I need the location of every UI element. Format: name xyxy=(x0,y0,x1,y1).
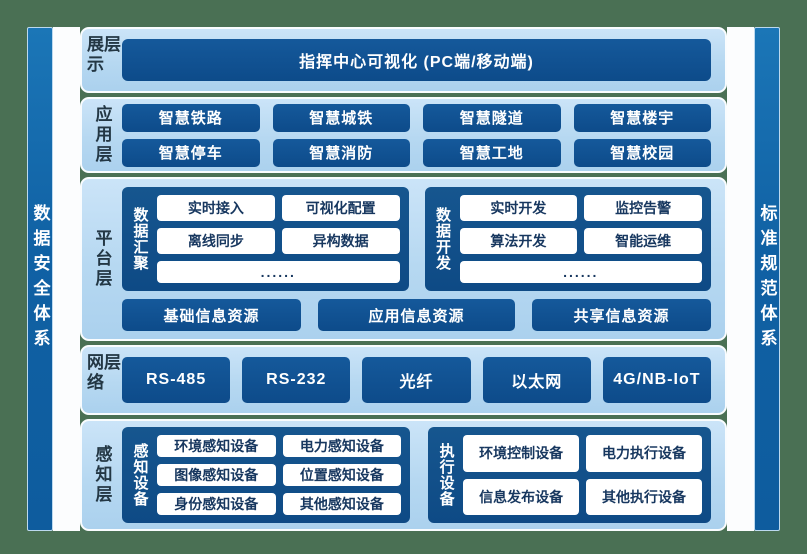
data-security-bar-label: 数据安全体系 xyxy=(30,204,50,354)
app-item-campus: 智慧校园 xyxy=(573,138,711,167)
network-item-ethernet: 以太网 xyxy=(482,357,591,403)
left-gutter xyxy=(53,27,80,531)
network-item-fiber: 光纤 xyxy=(362,357,471,403)
layer-presentation-label: 展示层 xyxy=(84,35,120,75)
agg-item-heterogeneous-data: 异构数据 xyxy=(281,228,400,254)
resource-shared-info: 共享信息资源 xyxy=(531,299,711,331)
network-item-rs485: RS-485 xyxy=(122,357,231,403)
actuator-item-info-publish: 信息发布设备 xyxy=(463,478,580,515)
layer-network-label: 网络层 xyxy=(84,353,120,393)
layer-platform: 平台层 数据汇聚 实时接入 可视化配置 离线同步 异构数据 ...... xyxy=(80,177,727,341)
resource-basic-info: 基础信息资源 xyxy=(122,299,302,331)
layer-perception-content: 感知设备 环境感知设备 电力感知设备 图像感知设备 位置感知设备 身份感知设备 … xyxy=(122,427,711,523)
data-aggregation-group: 数据汇聚 实时接入 可视化配置 离线同步 异构数据 ...... xyxy=(122,187,409,291)
platform-groups: 数据汇聚 实时接入 可视化配置 离线同步 异构数据 ...... 数据开发 实时… xyxy=(122,187,711,291)
application-grid: 智慧铁路 智慧城铁 智慧隧道 智慧楼宇 智慧停车 智慧消防 智慧工地 智慧校园 xyxy=(122,103,711,167)
actuator-devices-label: 执行设备 xyxy=(437,443,455,507)
app-item-railway: 智慧铁路 xyxy=(122,103,260,132)
data-aggregation-label: 数据汇聚 xyxy=(131,207,149,271)
network-item-4g-nbiot: 4G/NB-IoT xyxy=(602,357,711,403)
sensing-devices-grid: 环境感知设备 电力感知设备 图像感知设备 位置感知设备 身份感知设备 其他感知设… xyxy=(157,435,402,515)
data-security-bar: 数据安全体系 xyxy=(27,27,53,531)
sensing-devices-label: 感知设备 xyxy=(131,443,149,507)
layer-perception: 感知层 感知设备 环境感知设备 电力感知设备 图像感知设备 位置感知设备 身份感… xyxy=(80,419,727,531)
layer-presentation: 展示层 指挥中心可视化 (PC端/移动端) xyxy=(80,27,727,93)
data-development-label: 数据开发 xyxy=(434,207,451,271)
app-item-parking: 智慧停车 xyxy=(122,138,260,167)
actuator-item-environment-control: 环境控制设备 xyxy=(463,435,580,472)
sense-item-power: 电力感知设备 xyxy=(282,435,402,457)
resource-application-info: 应用信息资源 xyxy=(318,299,515,331)
app-item-tunnel: 智慧隧道 xyxy=(423,103,561,132)
right-gutter xyxy=(727,27,754,531)
layer-presentation-content: 指挥中心可视化 (PC端/移动端) xyxy=(122,35,711,85)
layer-application: 应用层 智慧铁路 智慧城铁 智慧隧道 智慧楼宇 智慧停车 智慧消防 智慧工地 智… xyxy=(80,97,727,173)
agg-item-realtime-access: 实时接入 xyxy=(157,195,275,221)
standards-bar: 标准规范体系 xyxy=(754,27,780,531)
app-item-metro: 智慧城铁 xyxy=(272,103,410,132)
dev-item-monitor-alert: 监控告警 xyxy=(584,195,702,221)
agg-item-visual-config: 可视化配置 xyxy=(281,195,400,221)
sense-item-location: 位置感知设备 xyxy=(282,464,402,486)
actuator-item-power-execution: 电力执行设备 xyxy=(586,435,702,472)
sense-item-other: 其他感知设备 xyxy=(282,493,402,515)
app-item-fire: 智慧消防 xyxy=(272,138,410,167)
data-aggregation-grid: 实时接入 可视化配置 离线同步 异构数据 ...... xyxy=(157,195,400,283)
agg-item-offline-sync: 离线同步 xyxy=(157,228,275,254)
layer-network: 网络层 RS-485 RS-232 光纤 以太网 4G/NB-IoT xyxy=(80,345,727,415)
agg-item-more: ...... xyxy=(157,261,400,283)
sensing-devices-group: 感知设备 环境感知设备 电力感知设备 图像感知设备 位置感知设备 身份感知设备 … xyxy=(122,427,411,523)
resource-row: 基础信息资源 应用信息资源 共享信息资源 xyxy=(122,299,711,331)
actuator-devices-group: 执行设备 环境控制设备 电力执行设备 信息发布设备 其他执行设备 xyxy=(428,427,711,523)
layer-platform-content: 数据汇聚 实时接入 可视化配置 离线同步 异构数据 ...... 数据开发 实时… xyxy=(122,185,711,333)
app-item-construction: 智慧工地 xyxy=(423,138,561,167)
standards-bar-label: 标准规范体系 xyxy=(757,204,777,354)
network-grid: RS-485 RS-232 光纤 以太网 4G/NB-IoT xyxy=(122,353,711,407)
actuator-devices-grid: 环境控制设备 电力执行设备 信息发布设备 其他执行设备 xyxy=(463,435,702,515)
network-item-rs232: RS-232 xyxy=(242,357,351,403)
actuator-item-other-execution: 其他执行设备 xyxy=(586,478,702,515)
dev-item-intelligent-ops: 智能运维 xyxy=(584,228,702,254)
data-development-group: 数据开发 实时开发 监控告警 算法开发 智能运维 ...... xyxy=(424,187,711,291)
dev-item-algorithm-dev: 算法开发 xyxy=(459,228,578,254)
command-center-box: 指挥中心可视化 (PC端/移动端) xyxy=(122,39,711,81)
layer-perception-label: 感知层 xyxy=(92,445,112,505)
sense-item-environment: 环境感知设备 xyxy=(157,435,276,457)
app-item-building: 智慧楼宇 xyxy=(573,103,711,132)
dev-item-more: ...... xyxy=(459,261,702,283)
dev-item-realtime-dev: 实时开发 xyxy=(459,195,578,221)
layer-stack: 展示层 指挥中心可视化 (PC端/移动端) 应用层 智慧铁路 智慧城铁 智慧隧道… xyxy=(80,27,727,531)
sense-item-identity: 身份感知设备 xyxy=(157,493,276,515)
sense-item-image: 图像感知设备 xyxy=(157,464,276,486)
layer-application-label: 应用层 xyxy=(92,105,112,165)
data-development-grid: 实时开发 监控告警 算法开发 智能运维 ...... xyxy=(459,195,702,283)
layer-platform-label: 平台层 xyxy=(92,229,112,289)
